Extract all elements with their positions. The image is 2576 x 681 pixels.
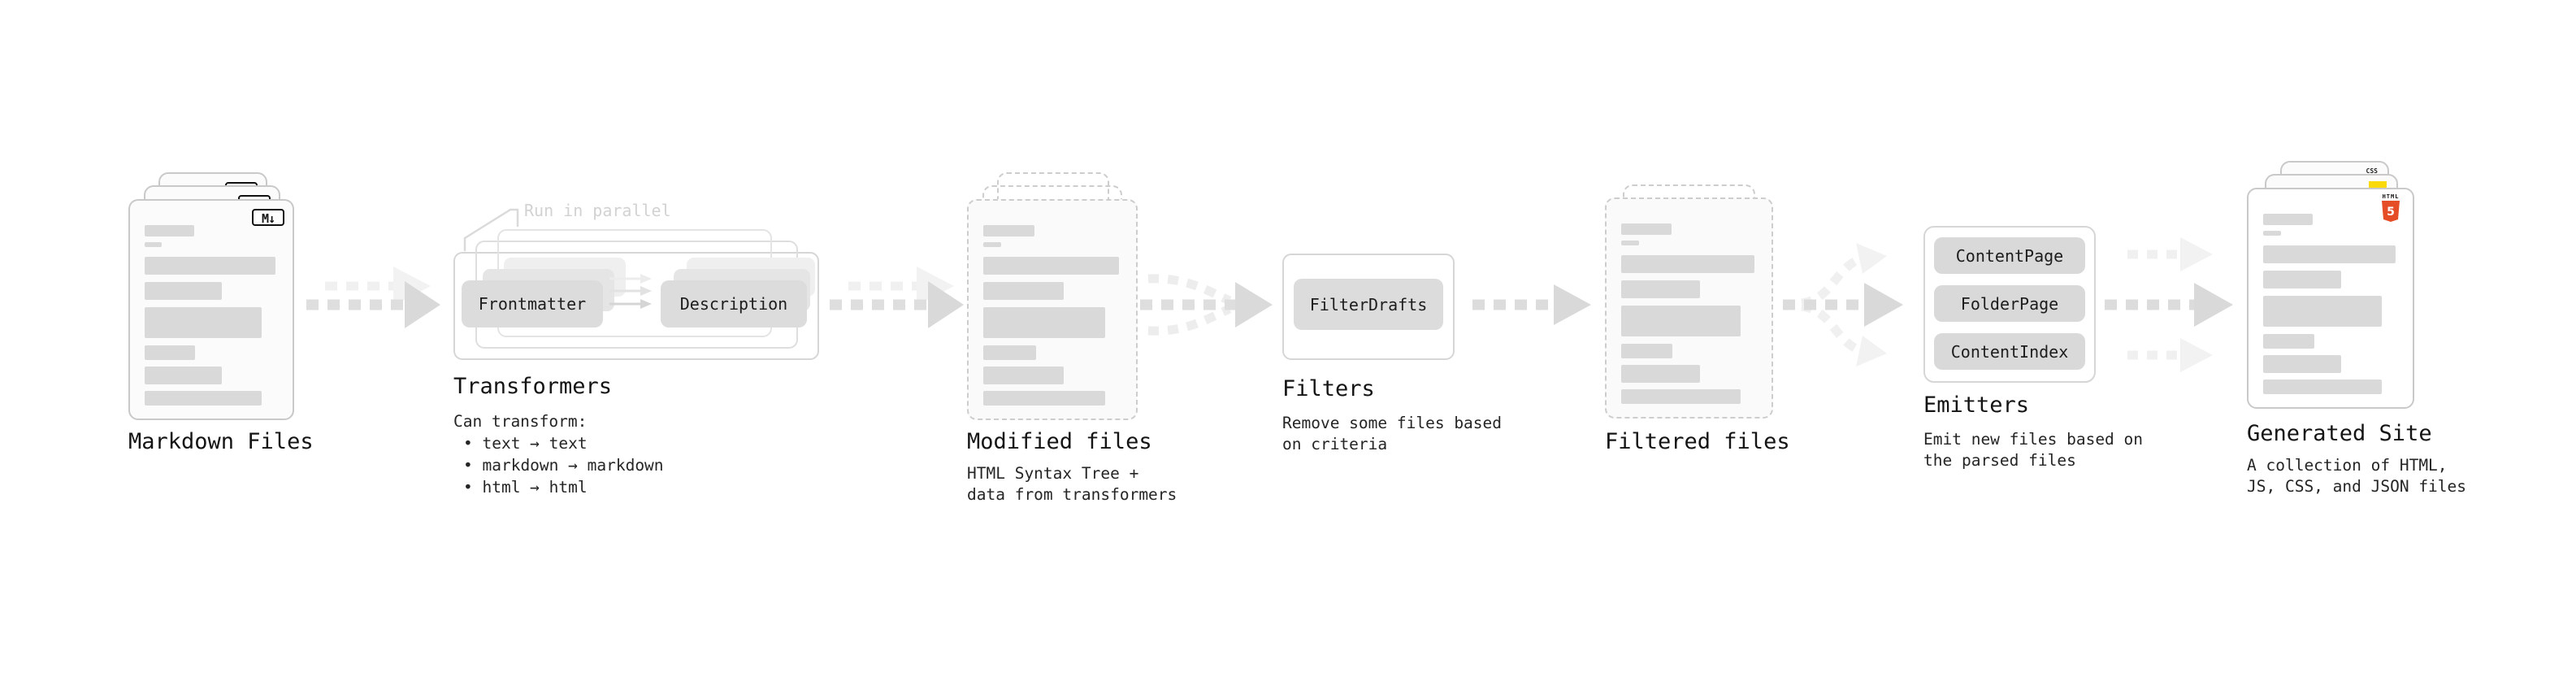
filtered-files-title: Filtered files xyxy=(1605,429,1790,454)
transformers-bullet-1: • text → text xyxy=(463,434,588,453)
emitters-subtitle-1: Emit new files based on xyxy=(1923,430,2144,449)
file-content-placeholder xyxy=(1621,199,1757,404)
run-in-parallel-label: Run in parallel xyxy=(524,201,671,220)
modified-files-title: Modified files xyxy=(967,429,1152,454)
emitters-title: Emitters xyxy=(1923,393,2030,418)
emitters-subtitle-2: the parsed files xyxy=(1923,451,2076,470)
generated-file-card: HTML 5 xyxy=(2247,188,2414,409)
flow-arrow-filters-to-filtered xyxy=(1472,284,1591,325)
transformers-subtitle: Can transform: xyxy=(453,412,588,431)
markdown-icon: M↓ xyxy=(252,209,284,226)
file-content-placeholder xyxy=(145,201,278,406)
generated-site-subtitle-1: A collection of HTML, xyxy=(2247,456,2448,475)
flow-arrow-modified-to-filters xyxy=(1140,274,1273,336)
file-content-placeholder xyxy=(2263,189,2398,394)
filters-title: Filters xyxy=(1282,376,1375,401)
js-icon xyxy=(2369,181,2387,190)
flow-arrow-filtered-to-emitters xyxy=(1783,243,1903,367)
modified-files-subtitle-2: data from transformers xyxy=(967,485,1177,504)
modified-file-card xyxy=(967,199,1138,420)
flow-arrow-markdown-to-transformers xyxy=(306,267,440,328)
filtered-file-card xyxy=(1605,197,1773,419)
markdown-file-card: M↓ xyxy=(128,199,294,420)
svg-text:5: 5 xyxy=(2387,206,2395,219)
emitter-folderpage-node: FolderPage xyxy=(1934,285,2085,322)
parallel-mini-arrows xyxy=(609,274,652,309)
file-content-placeholder xyxy=(983,201,1121,406)
markdown-files-title: Markdown Files xyxy=(128,429,314,454)
transformers-title: Transformers xyxy=(453,374,613,399)
generated-site-title: Generated Site xyxy=(2247,421,2432,446)
description-node: Description xyxy=(661,280,807,327)
emitter-contentpage-node: ContentPage xyxy=(1934,237,2085,274)
filters-subtitle-1: Remove some files based xyxy=(1282,414,1503,432)
transformers-bullet-2: • markdown → markdown xyxy=(463,456,664,475)
flow-arrow-emitters-to-generated xyxy=(2105,237,2233,372)
generated-site-subtitle-2: JS, CSS, and JSON files xyxy=(2247,477,2467,496)
flow-arrow-transformers-to-modified xyxy=(830,267,964,328)
transformers-bullet-3: • html → html xyxy=(463,478,588,497)
parallel-leader-line xyxy=(463,208,519,252)
frontmatter-node: Frontmatter xyxy=(462,280,603,327)
filterdrafts-node: FilterDrafts xyxy=(1294,279,1443,330)
modified-files-subtitle-1: HTML Syntax Tree + xyxy=(967,464,1139,483)
html5-icon: HTML 5 xyxy=(2380,193,2401,223)
emitter-contentindex-node: ContentIndex xyxy=(1934,333,2085,370)
filters-subtitle-2: on criteria xyxy=(1282,435,1388,453)
html5-icon-word: HTML xyxy=(2382,193,2400,200)
